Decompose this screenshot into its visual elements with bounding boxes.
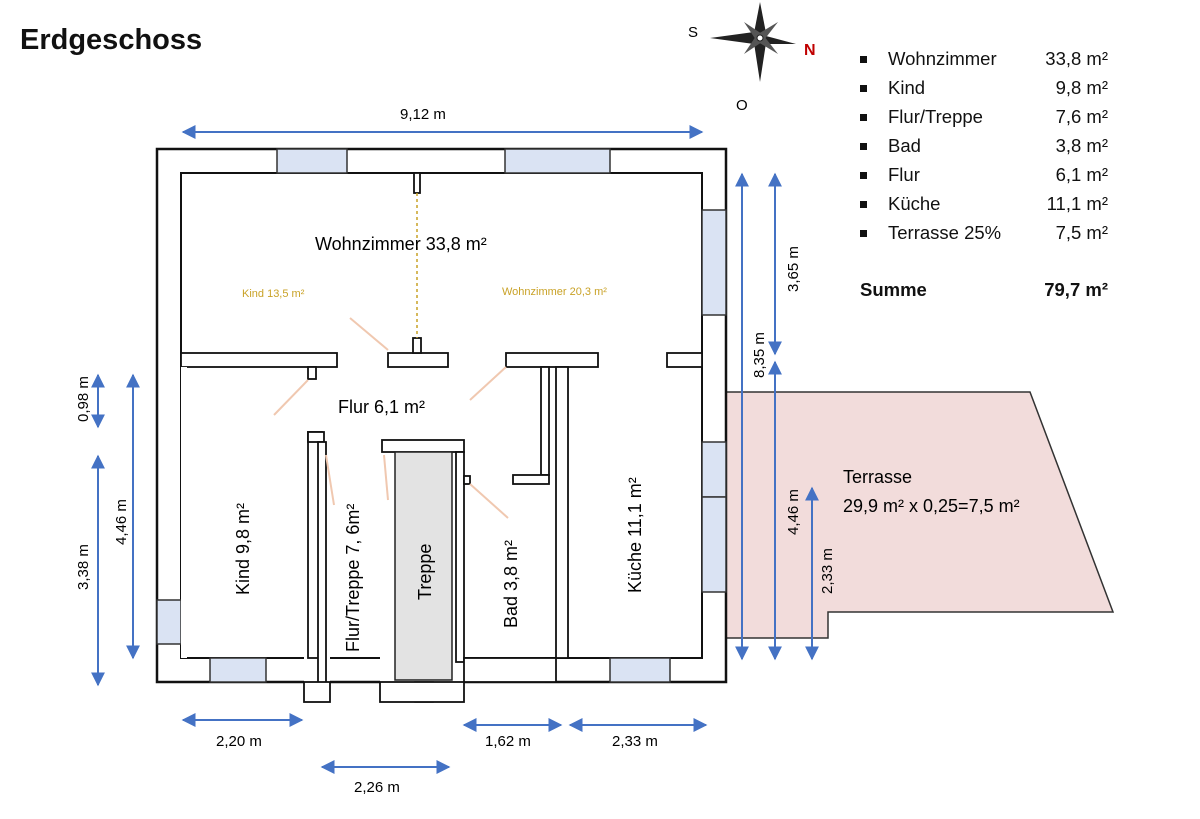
dim-label-terrace-depth: 2,33 m	[819, 548, 836, 594]
room-label-kueche: Küche 11,1 m²	[625, 477, 645, 593]
dim-label-top-width: 9,12 m	[400, 106, 446, 123]
terrace-calculation: 29,9 m² x 0,25=7,5 m²	[843, 496, 1020, 516]
door-swings	[273, 317, 509, 519]
dim-label-226: 2,26 m	[354, 779, 400, 796]
room-label-flur-treppe: Flur/Treppe 7, 6m²	[343, 504, 363, 652]
room-label-terrasse: Terrasse	[843, 467, 912, 487]
room-label-flur: Flur 6,1 m²	[338, 397, 425, 417]
legend-item: Terrasse 25%7,5 m²	[860, 220, 1120, 249]
room-label-wohnzimmer: Wohnzimmer 33,8 m²	[315, 234, 487, 254]
dim-label-446: 4,46 m	[113, 499, 130, 545]
interior-walls	[180, 172, 703, 703]
dimension-arrows	[91, 125, 819, 774]
dim-label-right-total: 8,35 m	[751, 332, 768, 378]
page-title: Erdgeschoss	[20, 24, 203, 56]
dim-label-right-lower: 4,46 m	[785, 489, 802, 535]
room-label-bad: Bad 3,8 m²	[501, 540, 521, 628]
dim-label-right-upper: 3,65 m	[785, 246, 802, 292]
compass-rose-icon: S N O	[688, 2, 816, 114]
dim-label-220: 2,20 m	[216, 733, 262, 750]
dim-label-338: 3,38 m	[75, 544, 92, 590]
dim-label-098: 0,98 m	[75, 376, 92, 422]
stair	[394, 451, 453, 681]
room-label-wohnzimmer-sub: Wohnzimmer 20,3 m²	[502, 286, 607, 298]
compass-north-label: N	[804, 42, 816, 59]
room-label-kind: Kind 9,8 m²	[233, 503, 253, 595]
room-label-treppe: Treppe	[415, 544, 435, 600]
dim-label-162: 1,62 m	[485, 733, 531, 750]
dim-label-233: 2,33 m	[612, 733, 658, 750]
compass-south-label: S	[688, 24, 698, 41]
room-label-kind-sub: Kind 13,5 m²	[242, 288, 305, 300]
compass-east-label: O	[736, 97, 748, 114]
